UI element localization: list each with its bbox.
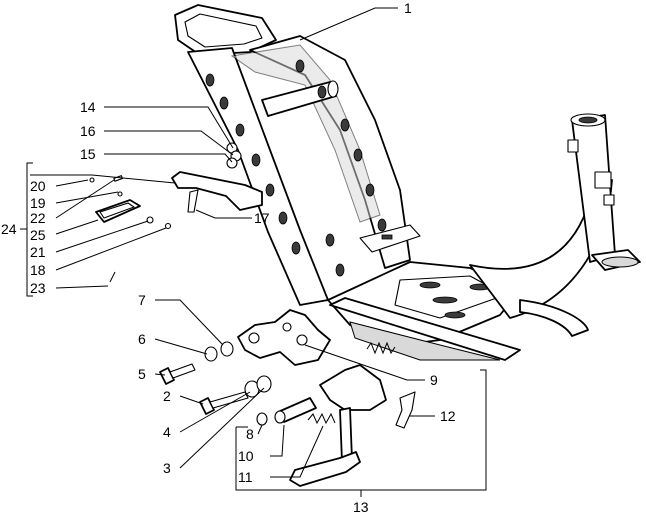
callout-24: 24 bbox=[1, 221, 17, 237]
callout-3: 3 bbox=[163, 460, 171, 476]
callout-13: 13 bbox=[353, 499, 369, 515]
callout-18: 18 bbox=[30, 262, 46, 278]
main-frame bbox=[174, 4, 641, 361]
callout-15: 15 bbox=[80, 146, 96, 162]
callout-9: 9 bbox=[430, 372, 438, 388]
callout-19: 19 bbox=[30, 195, 46, 211]
callout-1: 1 bbox=[404, 0, 412, 16]
callout-labels: 1 14 16 15 17 20 19 22 24 25 21 18 23 7 … bbox=[1, 0, 456, 515]
callout-6: 6 bbox=[138, 331, 146, 347]
callout-14: 14 bbox=[80, 99, 96, 115]
stand-assembly bbox=[159, 309, 416, 487]
leader-lines bbox=[20, 7, 487, 497]
callout-23: 23 bbox=[30, 280, 46, 296]
callout-12: 12 bbox=[440, 408, 456, 424]
callout-7: 7 bbox=[138, 292, 146, 308]
callout-16: 16 bbox=[80, 123, 96, 139]
callout-11: 11 bbox=[238, 469, 253, 485]
callout-25: 25 bbox=[30, 227, 46, 243]
callout-5: 5 bbox=[138, 366, 146, 382]
footrest-assembly bbox=[89, 142, 263, 283]
callout-22: 22 bbox=[30, 210, 46, 226]
callout-20: 20 bbox=[30, 178, 46, 194]
callout-4: 4 bbox=[163, 424, 171, 440]
callout-2: 2 bbox=[163, 388, 171, 404]
callout-17: 17 bbox=[254, 210, 270, 226]
callout-21: 21 bbox=[30, 244, 46, 260]
callout-8: 8 bbox=[246, 426, 254, 442]
callout-10: 10 bbox=[238, 448, 254, 464]
